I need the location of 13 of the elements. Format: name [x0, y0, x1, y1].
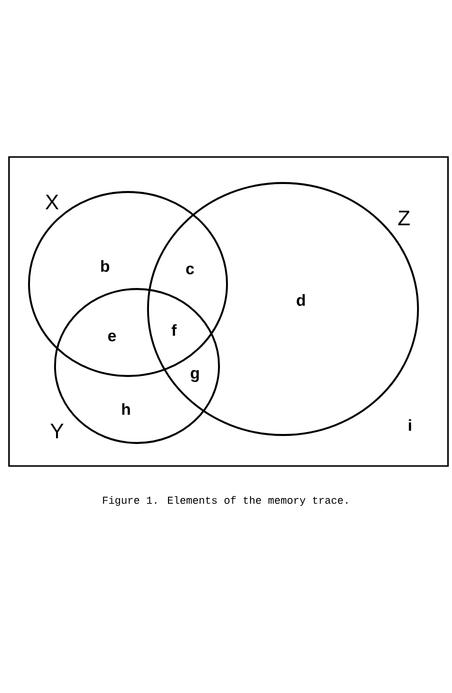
- region-label: c: [186, 266, 194, 274]
- region-label: b: [101, 260, 110, 272]
- set-label: Y: [50, 424, 64, 438]
- region-label: e: [108, 332, 116, 342]
- region-label: f: [172, 324, 177, 336]
- region-label: d: [296, 294, 305, 306]
- frame-box: [8, 156, 449, 467]
- region-label: g: [190, 370, 199, 382]
- region-label: i: [408, 419, 412, 431]
- caption: Figure 1. Elements of the memory trace.: [103, 496, 348, 506]
- set-label: X: [45, 194, 59, 210]
- region-label: h: [122, 403, 130, 415]
- set-label: Z: [398, 210, 410, 226]
